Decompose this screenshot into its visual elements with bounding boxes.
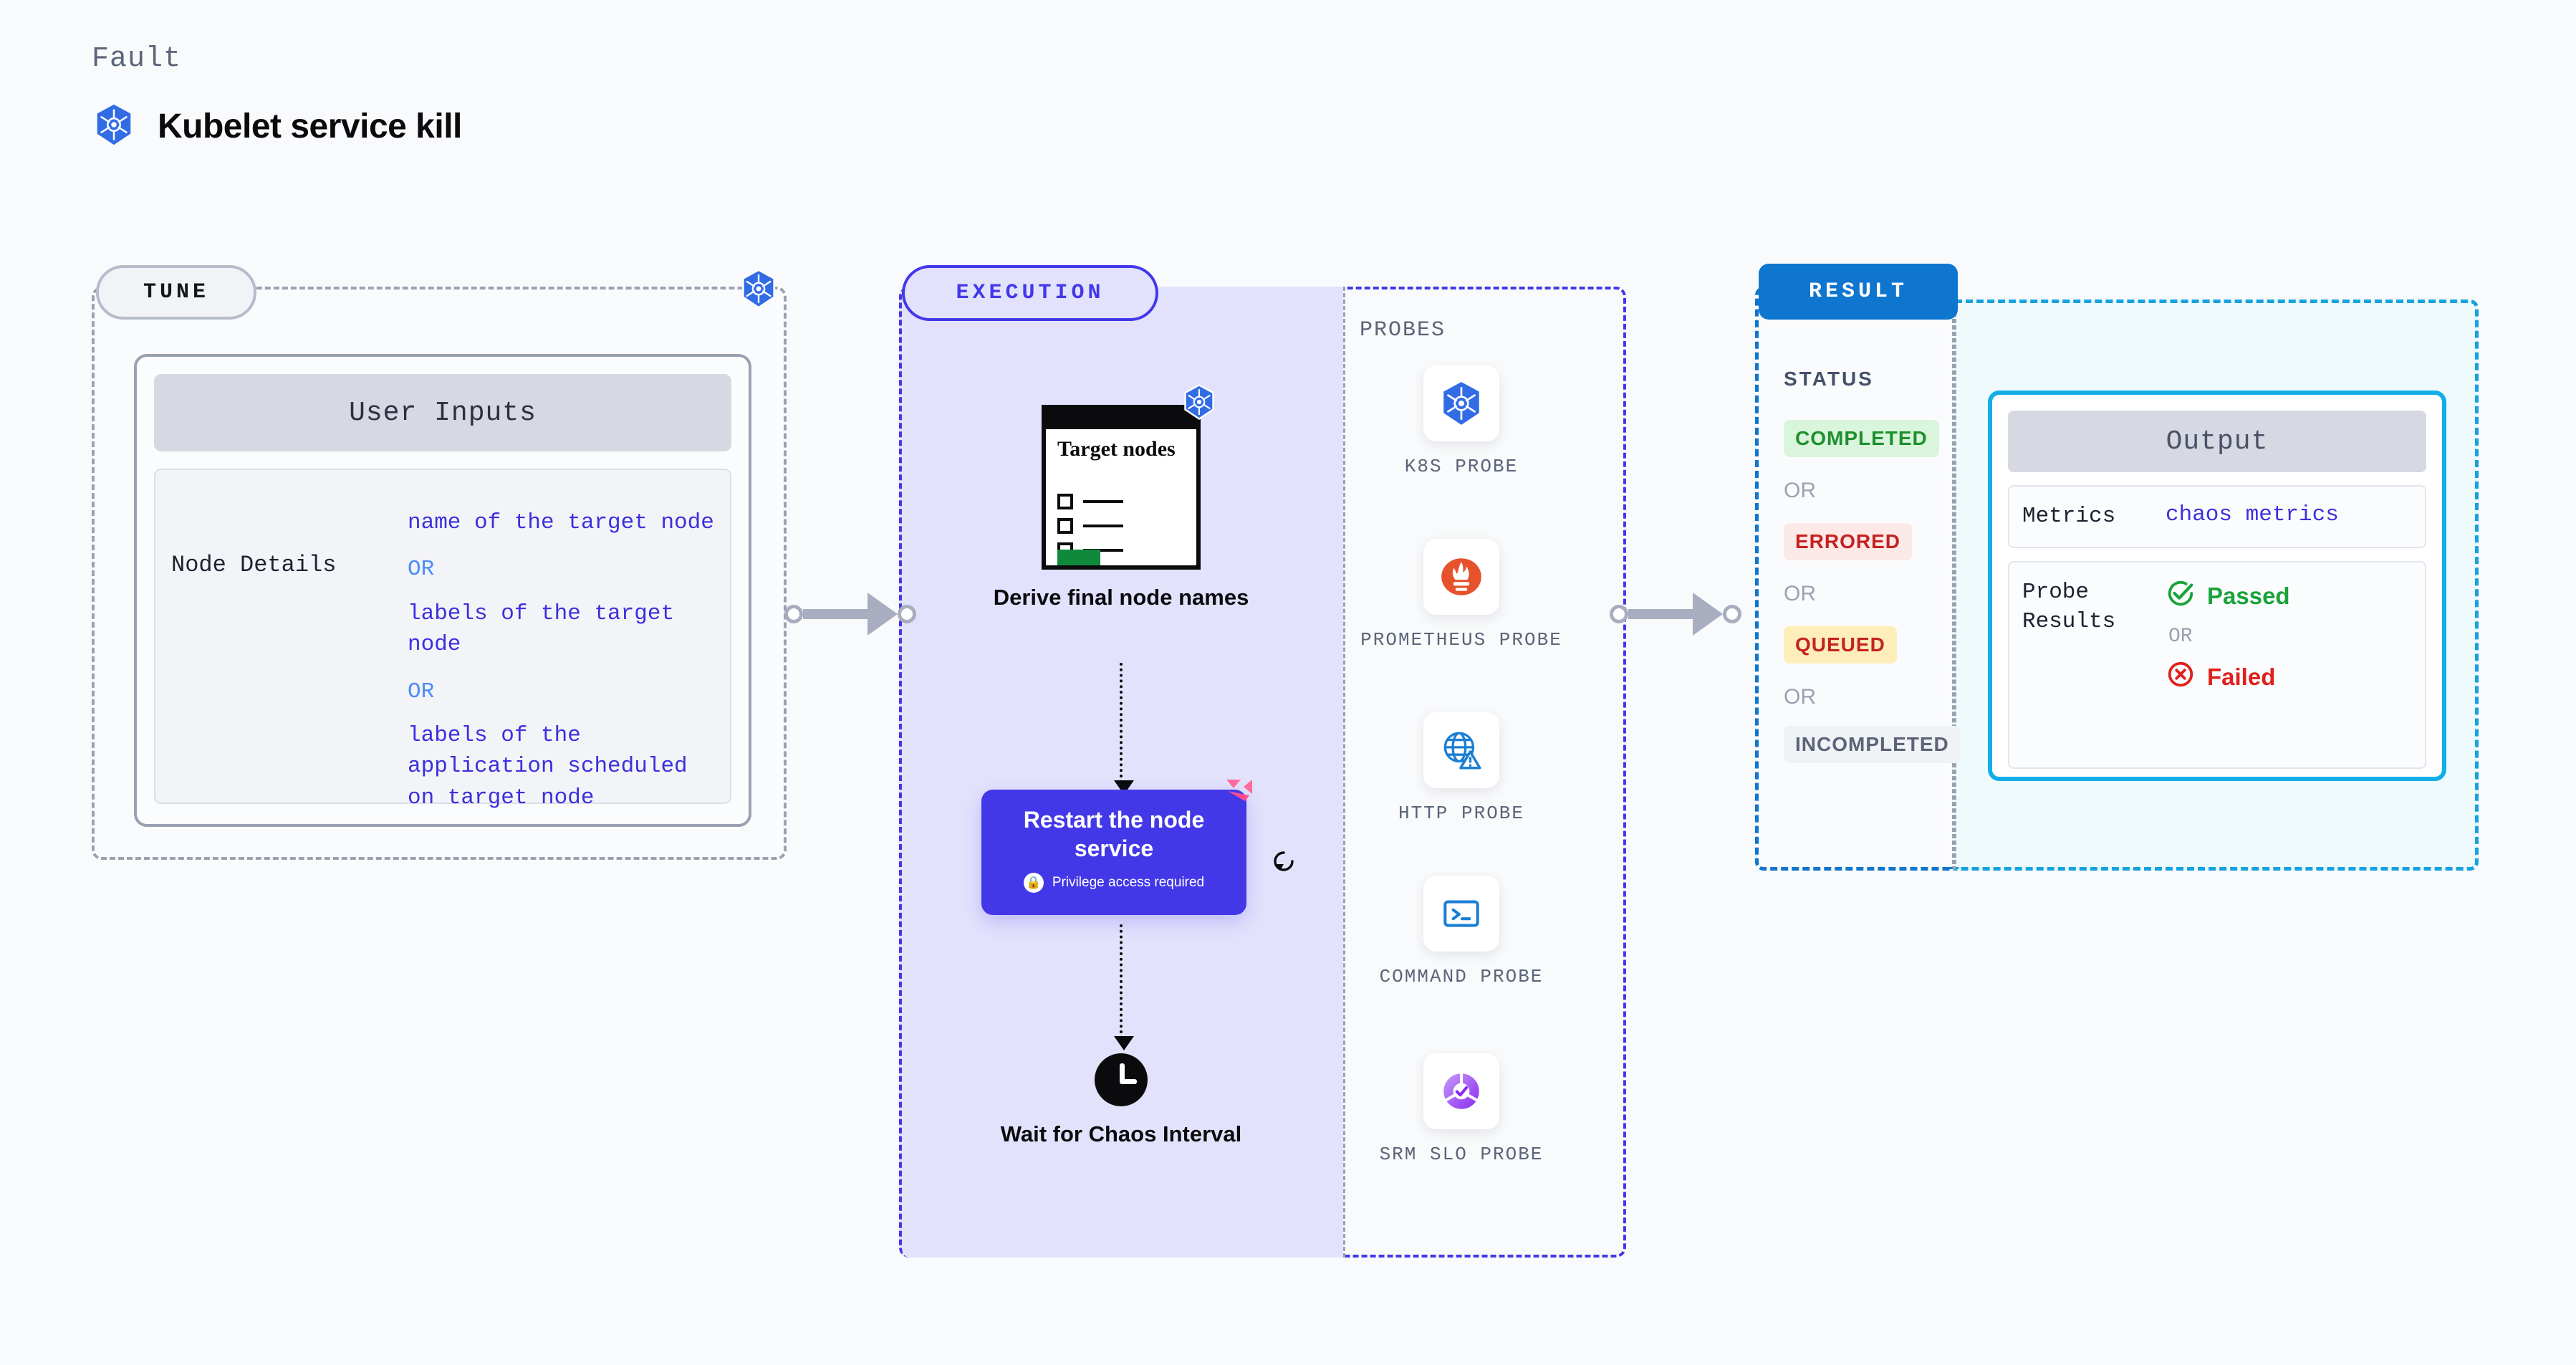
connector-arrowhead (1693, 593, 1723, 636)
clock-icon (1095, 1053, 1148, 1106)
x-circle-icon (2166, 659, 2196, 695)
node-details-values: name of the target node OR labels of the… (408, 507, 717, 813)
node-detail-value-1: name of the target node (408, 510, 714, 535)
output-title: Output (2008, 411, 2426, 472)
clipboard-row (1057, 518, 1123, 534)
user-inputs-body: Node Details name of the target node OR … (154, 469, 731, 810)
line-placeholder (1083, 525, 1123, 527)
checkbox-icon (1057, 494, 1073, 509)
probe-item-command[interactable]: COMMAND PROBE (1354, 876, 1569, 990)
connector-line (1628, 609, 1694, 619)
line-placeholder (1083, 500, 1123, 503)
green-bar (1057, 550, 1100, 565)
status-badge-incompleted: INCOMPLETED (1784, 726, 1961, 763)
connector-dot (1723, 605, 1741, 623)
clipboard-row (1057, 494, 1123, 509)
probe-label: SRM SLO PROBE (1379, 1144, 1544, 1165)
execution-node-wait-for-chaos-interval[interactable]: Wait for Chaos Interval (989, 1053, 1254, 1149)
failed-label: Failed (2207, 664, 2276, 691)
output-row-probe-results: Probe Results Passed OR (2008, 561, 2426, 770)
fault-eyebrow: Fault (92, 43, 182, 75)
reload-icon[interactable] (1268, 846, 1299, 881)
flow-arrow-down (1114, 663, 1134, 795)
kubernetes-icon (1423, 365, 1499, 441)
probe-item-http[interactable]: HTTP PROBE (1354, 712, 1569, 826)
node-detail-value-3: labels of the application scheduled on t… (408, 722, 688, 810)
clipboard-title: Target nodes (1057, 437, 1176, 461)
metrics-key: Metrics (2022, 504, 2116, 529)
globe-warning-icon (1423, 712, 1499, 788)
node-details-label: Node Details (171, 552, 337, 578)
node-caption: Restart the node service (1023, 807, 1205, 861)
probe-result-or: OR (2168, 626, 2193, 648)
line-placeholder (1083, 549, 1123, 552)
check-circle-icon (2166, 578, 2196, 614)
status-badge-completed: COMPLETED (1784, 420, 1939, 457)
probes-label: PROBES (1360, 318, 1446, 343)
privilege-note: 🔒 Privilege access required (981, 873, 1246, 893)
status-badge-errored: ERRORED (1784, 523, 1913, 560)
status-or: OR (1784, 685, 1816, 709)
probe-results-values: Passed OR Failed (2166, 578, 2290, 695)
probe-item-prometheus[interactable]: PROMETHEUS PROBE (1354, 539, 1569, 653)
clipboard-top-bar (1042, 405, 1201, 429)
output-row-metrics: Metrics chaos metrics (2008, 485, 2426, 549)
status-label: STATUS (1784, 368, 1874, 390)
result-badge[interactable]: RESULT (1759, 264, 1958, 320)
clock-hand-hour (1120, 1063, 1125, 1082)
page-header: Fault Kubelet service kill (92, 43, 462, 150)
probe-label: PROMETHEUS PROBE (1360, 629, 1562, 651)
probe-result-passed: Passed (2166, 578, 2290, 614)
connector-execution-to-result (1610, 593, 1741, 636)
probes-divider (1343, 287, 1345, 1258)
fault-title-row: Kubelet service kill (92, 102, 462, 150)
probe-label: HTTP PROBE (1398, 803, 1525, 824)
node-detail-or-2: OR (408, 679, 435, 704)
kubernetes-icon (738, 268, 779, 313)
clipboard-icon: Target nodes (1042, 384, 1214, 570)
probe-results-key: Probe Results (2022, 580, 2116, 634)
probe-item-k8s[interactable]: K8S PROBE (1354, 365, 1569, 479)
probe-label: K8S PROBE (1404, 456, 1519, 477)
connector-line (803, 609, 869, 619)
terminal-icon (1423, 876, 1499, 952)
status-or: OR (1784, 582, 1816, 605)
connector-dot (898, 605, 916, 623)
connector-tune-to-execution (784, 593, 916, 636)
status-badge-queued: QUEUED (1784, 626, 1897, 664)
slo-check-icon (1423, 1053, 1499, 1129)
node-caption: Wait for Chaos Interval (1000, 1121, 1242, 1146)
tune-badge[interactable]: TUNE (96, 265, 256, 320)
passed-label: Passed (2207, 583, 2290, 610)
privilege-label: Privilege access required (1052, 875, 1205, 890)
execution-node-restart-the-node-service[interactable]: Restart the node service 🔒 Privilege acc… (981, 780, 1252, 915)
flow-arrow-down (1114, 924, 1134, 1050)
connector-dot (1610, 605, 1628, 623)
status-or: OR (1784, 479, 1816, 502)
clock-hand-minute (1120, 1079, 1137, 1084)
page-title: Kubelet service kill (158, 107, 462, 145)
node-caption: Derive final node names (993, 585, 1249, 610)
probe-result-failed: Failed (2166, 659, 2290, 695)
connector-arrowhead (868, 593, 898, 636)
probe-item-srm-slo[interactable]: SRM SLO PROBE (1354, 1053, 1569, 1167)
metrics-value[interactable]: chaos metrics (2166, 502, 2339, 527)
prometheus-icon (1423, 539, 1499, 615)
execution-node-derive-final-node-names[interactable]: Target nodes Derive final node names (989, 384, 1254, 612)
checkbox-icon (1057, 518, 1073, 534)
user-inputs-title: User Inputs (154, 374, 731, 451)
tune-panel: User Inputs Node Details name of the tar… (92, 287, 787, 860)
kubernetes-icon (1181, 383, 1218, 424)
output-card: Output Metrics chaos metrics Probe Resul… (1988, 391, 2446, 781)
node-detail-value-2: labels of the target node (408, 600, 675, 658)
harness-icon (1224, 777, 1255, 812)
execution-badge[interactable]: EXECUTION (902, 265, 1158, 321)
connector-dot (784, 605, 803, 623)
lock-icon: 🔒 (1023, 873, 1044, 893)
probe-label: COMMAND PROBE (1379, 966, 1544, 987)
user-inputs-card: User Inputs Node Details name of the tar… (134, 354, 751, 827)
node-detail-or-1: OR (408, 557, 435, 583)
kubernetes-icon (92, 102, 136, 150)
